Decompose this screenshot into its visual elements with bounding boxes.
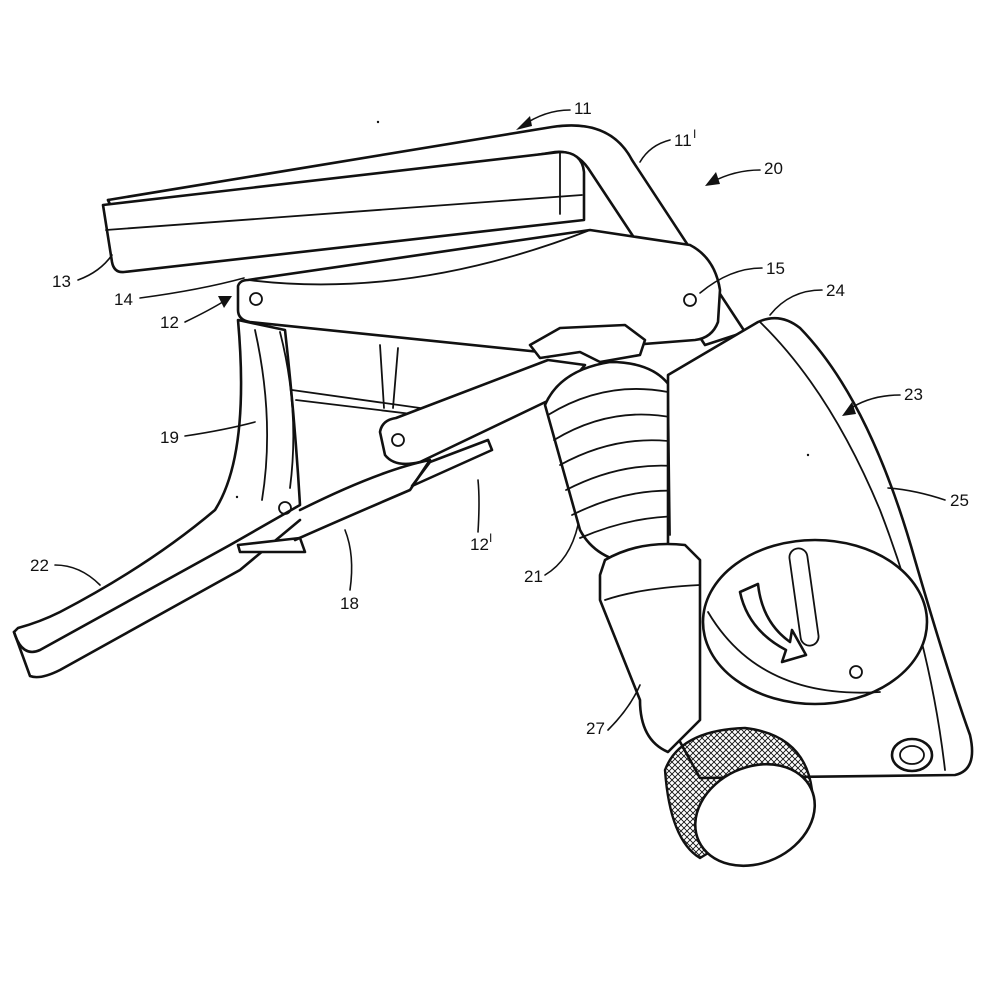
label-15: 15 (766, 259, 785, 278)
label-11-prime-mark: I (693, 127, 696, 141)
slot (788, 547, 820, 647)
label-13: 13 (52, 272, 71, 291)
label-19: 19 (160, 428, 179, 447)
jack-outer (890, 737, 934, 773)
tuner-housing (666, 316, 974, 780)
label-25: 25 (950, 491, 969, 510)
label-22: 22 (30, 556, 49, 575)
leader-lines (54, 109, 946, 731)
label-18: 18 (340, 594, 359, 613)
label-11-prime: 11 (674, 131, 692, 150)
label-21: 21 (524, 567, 543, 586)
label-23: 23 (904, 385, 923, 404)
label-20: 20 (764, 159, 783, 178)
label-24: 24 (826, 281, 845, 300)
pivot-hole-15 (683, 293, 697, 307)
link-pin (391, 433, 405, 447)
reference-labels: 11 11 I 20 13 14 12 15 24 23 19 25 12 I … (30, 99, 969, 738)
label-12: 12 (160, 313, 179, 332)
handle (12, 318, 421, 679)
jack-inner (899, 745, 925, 765)
jaw-hole-left (249, 292, 263, 306)
label-12-prime-mark: I (489, 531, 492, 545)
label-11: 11 (574, 99, 592, 118)
linkage (293, 358, 587, 542)
knob-face (693, 762, 817, 868)
label-27: 27 (586, 719, 605, 738)
label-14: 14 (114, 290, 133, 309)
handle-pin (278, 501, 292, 515)
battery-cover (701, 538, 929, 706)
shaft-and-knob (598, 542, 817, 868)
rotation-arrow-icon (738, 582, 808, 664)
label-12-prime: 12 (470, 535, 489, 554)
scan-dots (235, 120, 810, 499)
small-hole (849, 665, 863, 679)
